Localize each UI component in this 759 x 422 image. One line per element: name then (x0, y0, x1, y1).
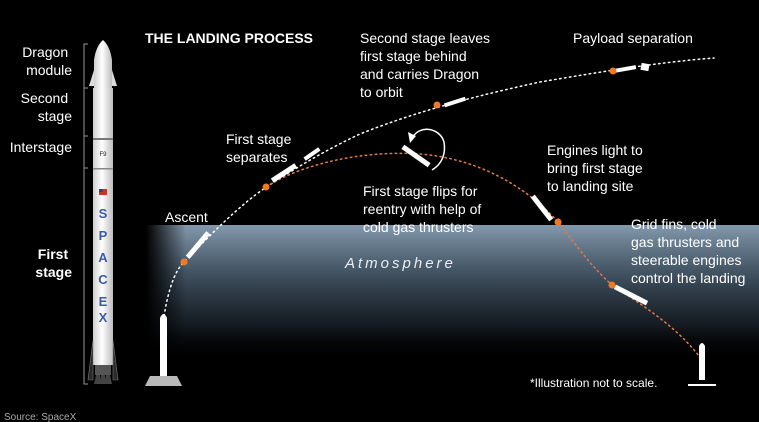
dragon-module-label: Dragon module (22, 44, 72, 78)
ascent-label: Ascent (165, 209, 208, 225)
trajectory-markers (180, 67, 617, 289)
launch-pad (145, 314, 182, 386)
rocket-gridfins (613, 284, 649, 306)
flip-arrow (411, 128, 446, 171)
marker-ascent (180, 258, 188, 266)
first-stage-body (93, 168, 113, 365)
rocket-separating-second (303, 147, 321, 161)
dragon-fin-left (89, 70, 94, 86)
flip-label: First stage flips for reentry with help … (363, 183, 485, 235)
engine-nozzle-1 (94, 375, 101, 384)
interstage-label: Interstage (10, 139, 72, 155)
svg-text:E: E (99, 294, 108, 309)
engines-light-label: Engines light to bring first stage to la… (547, 142, 647, 194)
marker-gridfins (608, 281, 616, 289)
dragon-capsule-nose (94, 40, 112, 60)
engine-nozzle-3 (105, 375, 112, 384)
second-stage-leaves-label: Second stage leaves first stage behind a… (360, 30, 494, 100)
svg-text:X: X (99, 310, 108, 325)
footnote: *Illustration not to scale. (530, 376, 657, 390)
landing-leg-left (87, 339, 94, 381)
interstage-body (93, 138, 113, 168)
spacex-logo: S P A C E X (98, 206, 108, 325)
second-stage-body (93, 88, 113, 138)
grid-fins-label: Grid fins, cold gas thrusters and steera… (631, 216, 745, 286)
diagram-title: THE LANDING PROCESS (145, 30, 313, 46)
source-credit: Source: SpaceX (4, 412, 77, 422)
dragon-fin-right (112, 70, 117, 86)
marker-separation (262, 183, 270, 191)
dragon-capsule-body (94, 60, 112, 88)
ascent-trajectory (163, 57, 715, 317)
second-stage-label: Second stage (21, 90, 73, 124)
marker-second-stage (433, 101, 441, 109)
svg-text:A: A (98, 250, 108, 265)
marker-engines (554, 218, 562, 226)
rocket-flipping (401, 144, 431, 168)
svg-text:C: C (98, 272, 108, 287)
rocket-separating-first (270, 163, 298, 183)
separates-label: First stage separates (226, 131, 295, 165)
falcon9-rocket: F9 S P A C E X (87, 40, 119, 384)
flag-icon (99, 189, 107, 195)
dragon-capsule-separated (640, 62, 650, 72)
rocket-engines-light (530, 194, 554, 222)
svg-text:P: P (99, 228, 108, 243)
svg-text:S: S (99, 206, 108, 221)
second-stage-orbit (443, 96, 467, 108)
engine-nozzle-2 (100, 375, 106, 384)
launch-rocket (160, 318, 167, 376)
payload-separation-label: Payload separation (573, 30, 693, 46)
rocket-ascent (185, 231, 211, 259)
landing-leg-right (112, 339, 119, 381)
rocket-landed (688, 343, 716, 386)
stage-bracket (83, 43, 88, 385)
marker-payload (609, 67, 617, 75)
payload-stage (613, 65, 637, 73)
falcon-badge: F9 (99, 152, 107, 158)
flip-arrowhead (408, 132, 416, 143)
atmosphere-band (146, 225, 759, 360)
first-stage-label: First stage (35, 246, 72, 280)
atmosphere-label: Atmosphere (344, 255, 456, 272)
